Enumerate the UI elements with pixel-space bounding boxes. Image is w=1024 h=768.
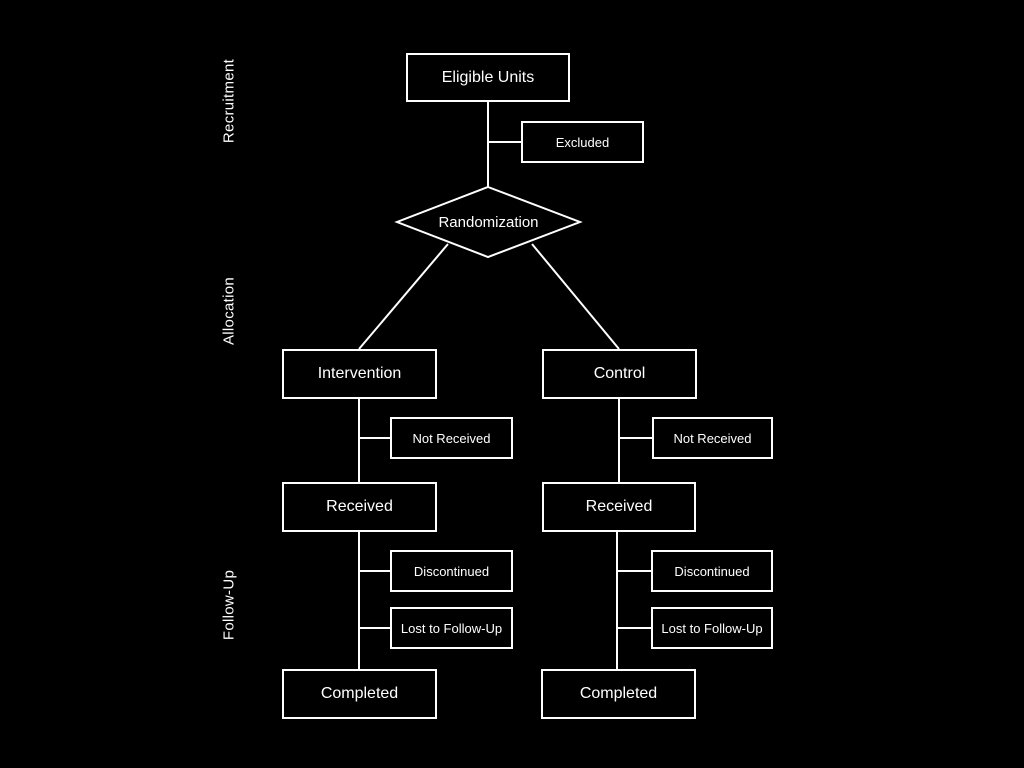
connector-to-control — [531, 243, 620, 350]
stage-label-allocation: Allocation — [220, 276, 238, 346]
excluded-box: Excluded — [521, 121, 644, 163]
stage-label-recruitment: Recruitment — [220, 58, 238, 144]
connector-to-intervention — [358, 243, 449, 350]
control-box: Control — [542, 349, 697, 399]
control-received-box: Received — [542, 482, 696, 532]
intervention-completed-box: Completed — [282, 669, 437, 719]
control-not-received-box: Not Received — [652, 417, 773, 459]
stage-label-follow-up: Follow-Up — [220, 569, 238, 641]
control-lost-box: Lost to Follow-Up — [651, 607, 773, 649]
intervention-lost-box: Lost to Follow-Up — [390, 607, 513, 649]
randomization-label: Randomization — [438, 213, 539, 231]
control-discontinued-box: Discontinued — [651, 550, 773, 592]
eligible-units-box: Eligible Units — [406, 53, 570, 102]
intervention-received-box: Received — [282, 482, 437, 532]
intervention-box: Intervention — [282, 349, 437, 399]
intervention-discontinued-box: Discontinued — [390, 550, 513, 592]
control-completed-box: Completed — [541, 669, 696, 719]
randomization-diamond — [394, 185, 583, 259]
intervention-not-received-box: Not Received — [390, 417, 513, 459]
